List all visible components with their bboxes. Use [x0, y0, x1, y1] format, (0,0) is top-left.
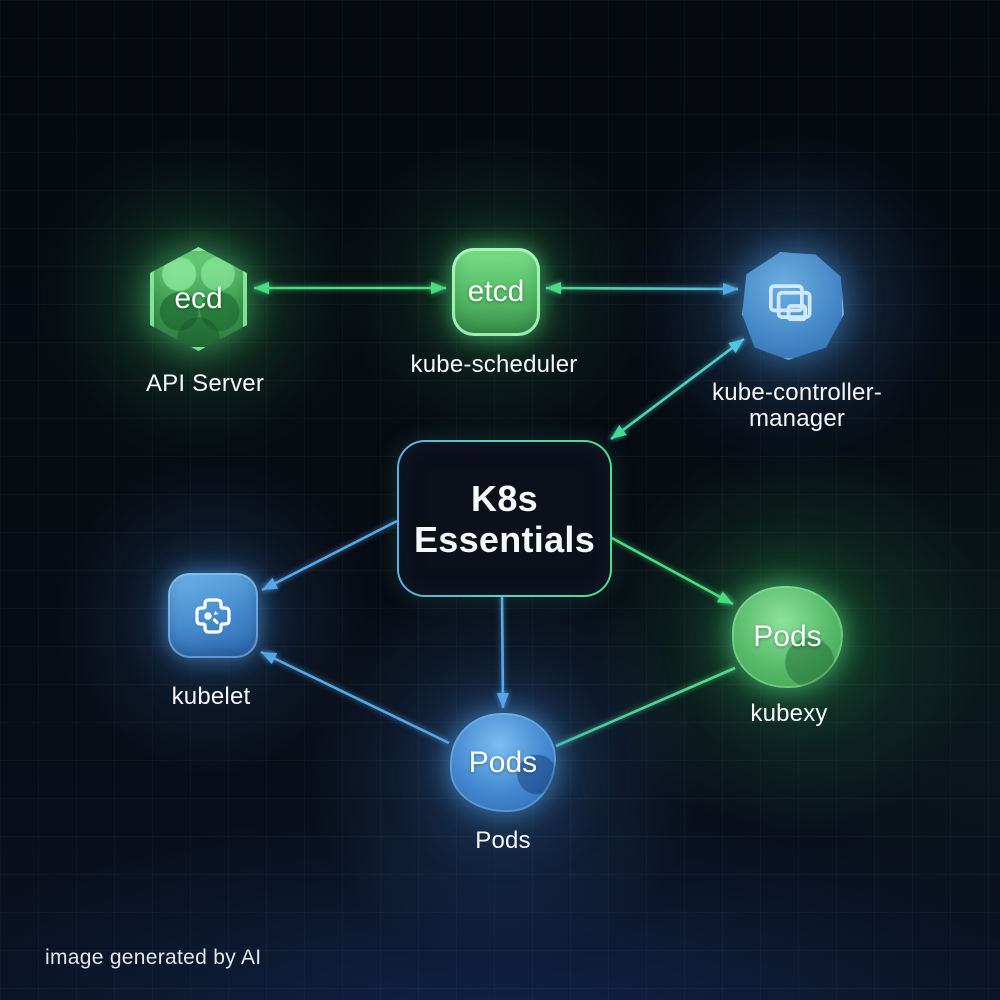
kube-controller-manager-label-line1: kube-controller- [712, 379, 882, 406]
pods-badge-text: Pods [468, 745, 538, 779]
edge-center-kubeproxy-arrowhead-end [716, 591, 733, 604]
kube-proxy-label: kubexy [750, 700, 828, 727]
edge-etcd-controller-arrowhead-end [722, 282, 738, 296]
pods-label: Pods [475, 827, 531, 854]
edge-etcd-controller [545, 286, 739, 291]
edge-pods-kubelet-arrowhead-end [261, 652, 278, 665]
kube-controller-manager-label-line2: manager [748, 405, 846, 432]
stacked-windows-icon [768, 283, 811, 321]
edge-center-kubeproxy [609, 535, 734, 606]
edge-controller-center-arrowhead-start [611, 425, 627, 439]
node-etcd: etcd [452, 248, 540, 336]
kubelet-label: kubelet [171, 683, 251, 710]
edge-center-pods-arrowhead-end [496, 692, 510, 708]
edge-center-pods [500, 594, 505, 709]
edge-apiserver-etcd-arrowhead-end [431, 281, 446, 295]
etcd-badge-text: etcd [467, 275, 525, 308]
node-api-server: ecd [150, 247, 247, 351]
node-k8s-essentials: K8s Essentials [397, 440, 612, 597]
node-pods: Pods [450, 713, 556, 812]
k8s-essentials-title-line1: K8s [471, 477, 538, 519]
cpu-brackets-icon [195, 597, 231, 634]
edge-etcd-controller-arrowhead-start [546, 281, 562, 295]
api-server-label: API Server [145, 370, 265, 397]
kube-scheduler-label: kube-scheduler [410, 351, 578, 378]
kube-controller-manager-label: kube-controller- manager [697, 380, 897, 432]
kube-proxy-badge-text: Pods [753, 620, 822, 653]
edge-center-kubelet-arrowhead-end [262, 577, 279, 590]
api-server-badge-text: ecd [174, 282, 223, 315]
controller-blob [742, 252, 844, 360]
ai-watermark-text: image generated by AI [45, 946, 262, 969]
edge-center-kubelet [261, 519, 398, 592]
node-kube-proxy: Pods [732, 586, 843, 688]
k8s-essentials-title-line2: Essentials [413, 518, 596, 560]
api-server-hexagon: ecd [150, 247, 247, 351]
node-kubelet [168, 573, 258, 658]
edge-apiserver-etcd-arrowhead-start [254, 281, 269, 295]
node-kube-controller-manager [740, 250, 845, 361]
